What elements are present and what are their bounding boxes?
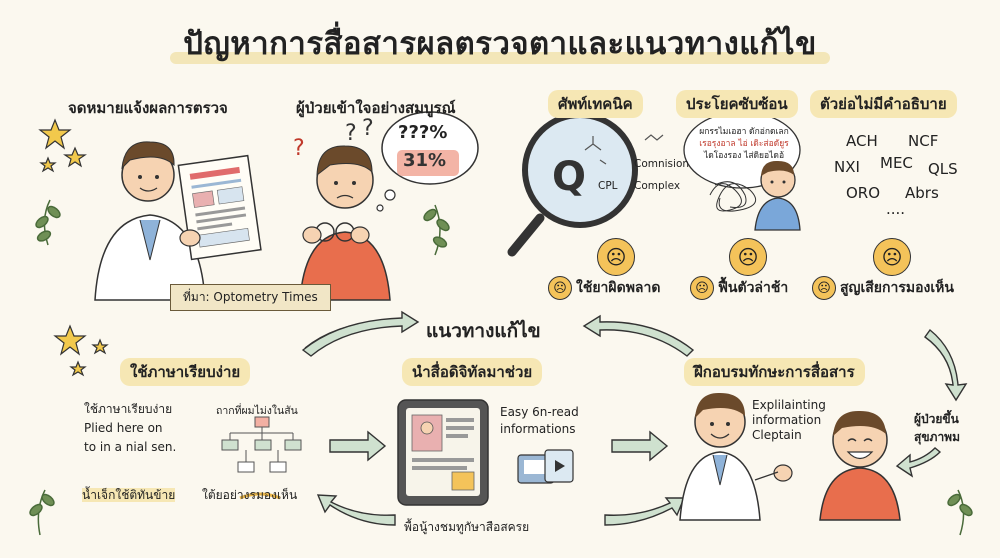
abbreviation: NXI [834, 158, 860, 176]
simple-language-example: ใช้ภาษาเรียบง่าย Plied here on to in a n… [84, 402, 177, 454]
abbreviation: Abrs [905, 184, 939, 202]
flow-arrows [301, 310, 968, 526]
leaf-sprig-icon [35, 199, 61, 246]
jargon-word: Comnision [634, 158, 690, 170]
complex-sentence-bubble-text: ผกรรไมเอฮา ดักอ่กดเลก เรอรุงอาล ไอ่ เดิะ… [699, 127, 789, 161]
abbreviation: ACH [846, 132, 878, 150]
flow-diagram-illustration [221, 416, 302, 473]
consequence-slow-recovery: ☹ ฟื้นตัวล่าช้า [690, 276, 788, 300]
abbreviation: ORO [846, 184, 881, 202]
abbreviation: NCF [908, 132, 939, 150]
consequence-medication-error: ☹ ใช้ยาผิดพลาด [548, 276, 660, 300]
flow-diagram-caption: ถากที่ผมไม่งในสัน [216, 405, 298, 417]
page-title: ปัญหาการสื่อสารผลตรวจตาและแนวทางแก้ไข [183, 26, 817, 62]
jargon-word: Complex [634, 180, 681, 192]
svg-text:Q: Q [552, 154, 586, 200]
distressed-face-icon: ☹ [873, 238, 911, 276]
thought-question-text: ???% [398, 122, 448, 143]
percent-highlight [397, 150, 459, 176]
sad-face-icon: ☹ [597, 238, 635, 276]
leaf-sprig-icon [423, 204, 450, 256]
abbreviation-label: ตัวย่อไม่มีคำอธิบาย [810, 90, 957, 118]
solution-heading: แนวทางแก้ไข [426, 320, 541, 342]
question-marks-icon: ??? [293, 116, 374, 161]
svg-text:?: ? [345, 121, 357, 146]
happy-patient-illustration [819, 410, 901, 521]
leaf-sprig-icon [29, 489, 55, 536]
complex-sentence-label: ประโยคซับซ้อน [676, 90, 798, 118]
simple-language-footer-b: ใต้ยอย่างรมองเห็น [202, 488, 298, 502]
svg-text:?: ? [362, 116, 374, 141]
star-icon [38, 118, 87, 173]
letter-label: จดหมายแจ้งผลการตรวจ [68, 99, 228, 117]
patient-understanding-label: ผู้ป่วยเข้าใจอย่างสมบูรณ์ [296, 99, 456, 117]
sad-face-icon: ☹ [690, 276, 714, 300]
star-icon [53, 324, 109, 377]
doctor-holding-letter-illustration [94, 141, 262, 301]
digital-media-footer: พื้อนู้างชมทูกัษาสือสครย [404, 520, 530, 534]
jargon-word: CPL [598, 180, 618, 192]
tangled-scribble-icon [709, 181, 757, 212]
training-note: Explilainting information Cleptain [752, 398, 826, 442]
sad-face-icon: ☹ [812, 276, 836, 300]
title-highlight [170, 52, 830, 64]
svg-text:?: ? [293, 136, 305, 161]
understanding-percent: 31% [403, 150, 447, 171]
digital-media-icon [517, 449, 574, 484]
patient-health-label: ผู้ป่วยขึ้น สุขภาพม [914, 412, 960, 444]
jargon-label: ศัพท์เทคนิค [548, 90, 643, 118]
source-banner: ที่มา: Optometry Times [170, 284, 331, 311]
communication-training-label: ฝึกอบรมทักษะการสื่อสาร [684, 358, 865, 386]
abbreviation: QLS [928, 160, 958, 178]
simple-language-footer-a: น้ำเจ็กใช้ติทันข้าย [82, 488, 176, 502]
simple-language-label: ใช้ภาษาเรียบง่าย [120, 358, 251, 386]
consequence-vision-loss: ☹ สูญเสียการมองเห็น [812, 276, 954, 300]
leaf-sprig-icon [947, 489, 973, 536]
digital-media-label: นำสื่อดิจิทัลมาช่วย [402, 358, 543, 386]
doctor-explaining-illustration [679, 392, 793, 521]
abbreviation: MEC [880, 154, 913, 172]
abbreviation: .... [886, 200, 906, 218]
sad-face-icon: ☹ [548, 276, 572, 300]
confused-patient-illustration [299, 145, 391, 301]
thinking-person-illustration [754, 160, 801, 231]
tablet-illustration [397, 399, 489, 506]
digital-media-note: Easy 6n-read informations [500, 405, 579, 436]
sad-face-icon: ☹ [729, 238, 767, 276]
